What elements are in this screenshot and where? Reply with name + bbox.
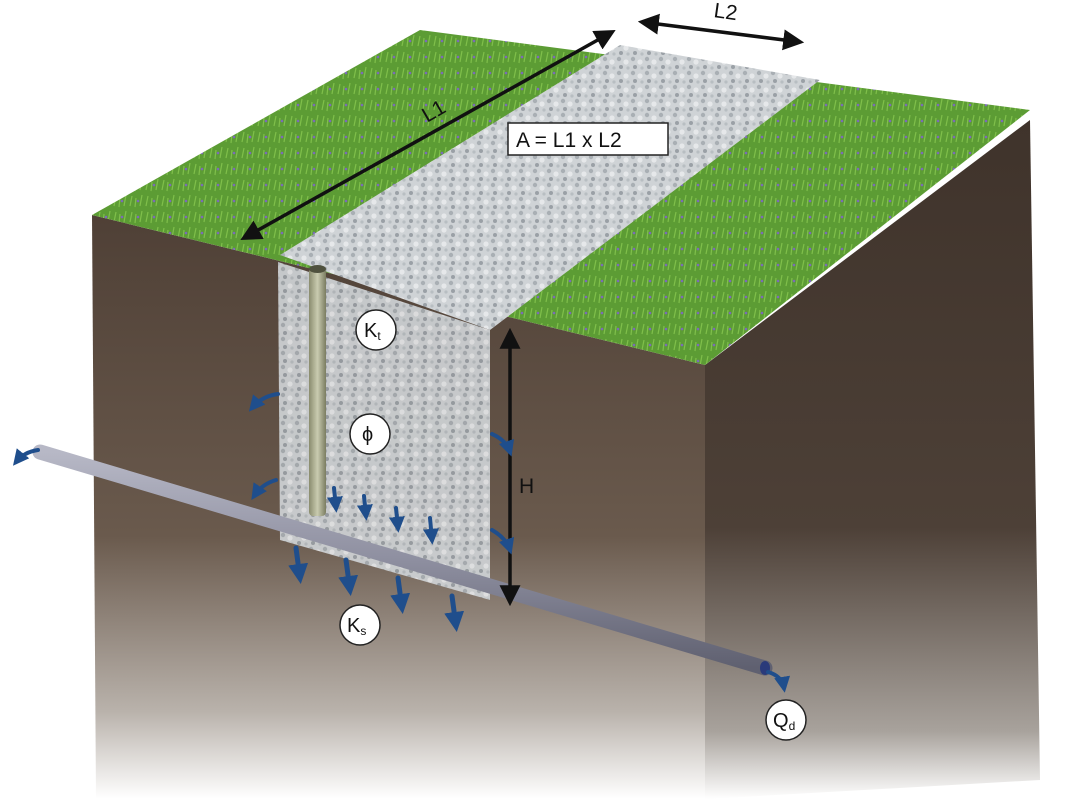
phi-label: ϕ [362, 424, 373, 446]
flow-arrow [490, 432, 515, 457]
flow-arrow [288, 545, 309, 584]
h-label: H [519, 475, 534, 498]
qd-badge [765, 699, 807, 741]
flow-arrow [390, 575, 411, 614]
qd-label: Qd [773, 710, 795, 733]
flow-arrow [766, 670, 791, 693]
flow-arrow [356, 494, 373, 521]
flow-arrow [423, 516, 439, 545]
soil-side-face [705, 120, 1040, 799]
flow-arrow [388, 506, 405, 533]
phi-badge [349, 413, 391, 455]
l2-label: L2 [712, 0, 738, 25]
area-label-box [507, 122, 669, 156]
flow-arrow [13, 448, 40, 466]
flow-arrow [326, 486, 343, 513]
flow-arrows [13, 392, 791, 693]
kt-badge [355, 309, 397, 351]
underdrain-pipe [32, 444, 773, 676]
l2-dimension-arrow [637, 13, 805, 51]
observation-well-top [309, 265, 326, 273]
flow-arrow [251, 478, 278, 500]
observation-well [309, 268, 326, 516]
flow-arrow [490, 528, 515, 555]
ks-label: Ks [347, 615, 366, 638]
flow-arrow [444, 593, 465, 632]
l1-dimension-arrow [240, 29, 616, 241]
flow-arrow [338, 557, 359, 596]
kt-label: Kt [364, 320, 381, 343]
ks-badge [339, 604, 381, 646]
flow-arrow [248, 392, 280, 412]
area-label: A = L1 x L2 [516, 129, 622, 152]
